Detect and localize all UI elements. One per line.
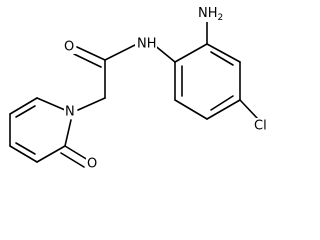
atom-o-amide: O: [63, 38, 76, 55]
bond-py-1: [36, 97, 66, 111]
bond-ar-1: [174, 43, 208, 63]
bond-ar-4: [206, 99, 241, 120]
svg-text:Cl: Cl: [254, 119, 267, 134]
bond-ar-5: [174, 99, 208, 120]
bond-ar-2: [206, 43, 241, 63]
atom-nh2: NH2: [196, 6, 224, 23]
bond-c-o-amide: [76, 46, 106, 61]
bond-c4-cl: [239, 99, 258, 119]
atom-o-ring: O: [86, 156, 99, 172]
nh2-subscript: 2: [218, 13, 224, 23]
bond-py-6: [64, 119, 72, 147]
bond-c-o-ring-double: [60, 152, 85, 168]
svg-text:N: N: [65, 105, 75, 120]
svg-text:O: O: [87, 157, 97, 172]
bond-py-4: [9, 145, 38, 163]
svg-text:O: O: [64, 40, 74, 55]
bond-py-5: [36, 145, 66, 163]
molecule-drawing: O NH NH2 N O Cl: [9, 5, 272, 172]
bond-c-o-amide-double: [73, 53, 102, 68]
bond-ar-inner-1: [210, 51, 234, 66]
svg-text:NH2: NH2: [198, 6, 223, 23]
bond-ar-inner-2: [210, 95, 234, 111]
bond-ch2-n: [77, 97, 106, 111]
atom-n-ring: N: [64, 103, 76, 120]
structure-canvas: O NH NH2 N O Cl: [9, 5, 272, 172]
bond-py-2: [9, 97, 38, 115]
bond-py-inner-1: [15, 105, 36, 118]
svg-text:NH: NH: [137, 37, 157, 52]
atom-nh: NH: [135, 36, 157, 52]
bond-c-nh: [104, 43, 138, 61]
bond-c-o-ring: [64, 145, 89, 161]
nh2-symbol: NH: [198, 6, 218, 21]
atom-cl: Cl: [253, 118, 272, 134]
bond-py-inner-2: [15, 142, 36, 155]
